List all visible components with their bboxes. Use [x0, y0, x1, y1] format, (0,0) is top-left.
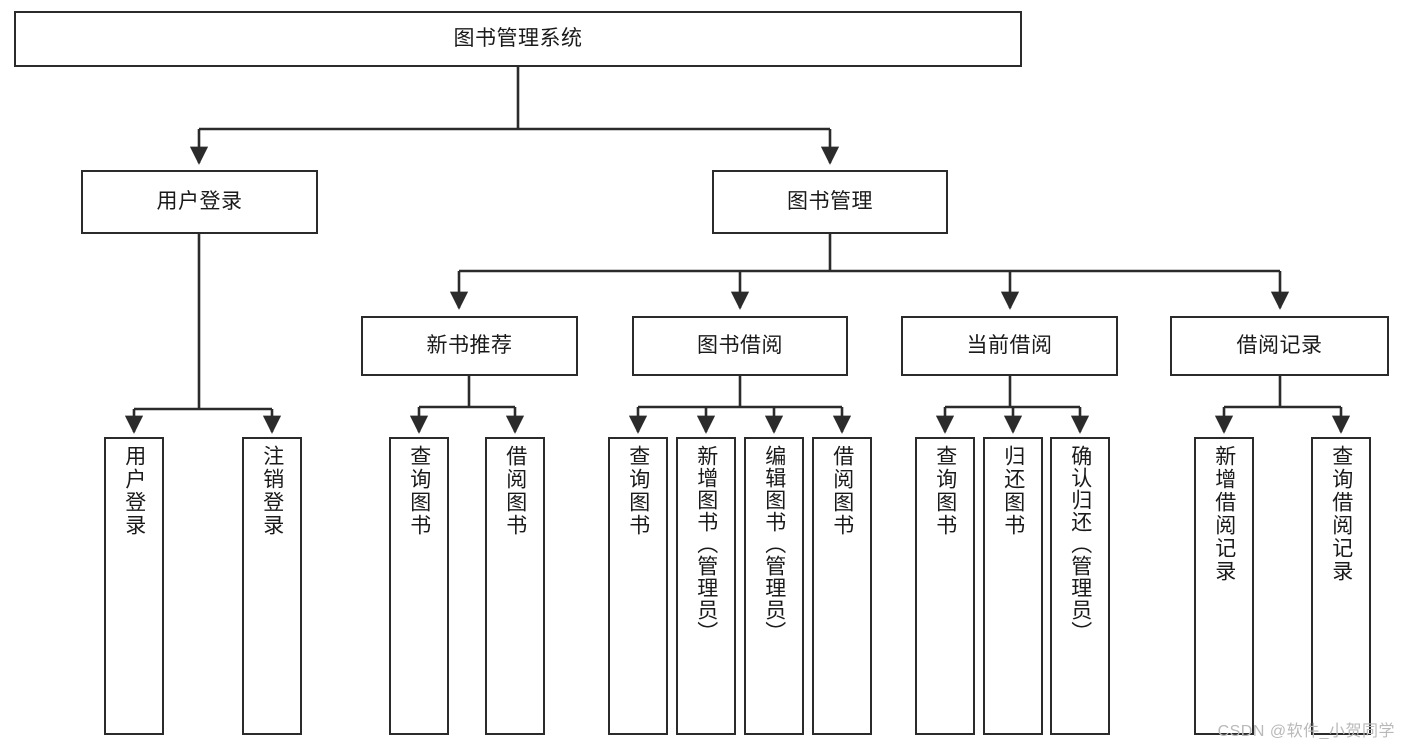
node-leaf-borrow-book-1[interactable]: 借阅图书 [485, 437, 545, 735]
node-leaf-query-book-2-label: 查询图书 [626, 445, 650, 537]
node-leaf-query-book-1[interactable]: 查询图书 [389, 437, 449, 735]
node-leaf-borrow-book-2[interactable]: 借阅图书 [812, 437, 872, 735]
csdn-watermark: CSDN @软件_小贺同学 [1217, 723, 1395, 740]
node-leaf-confirm-return-admin-label: 确认归还（管理员） [1068, 445, 1092, 643]
node-leaf-query-book-1-label: 查询图书 [407, 445, 431, 537]
node-leaf-borrow-book-1-label: 借阅图书 [503, 445, 527, 537]
node-leaf-query-borrow-record[interactable]: 查询借阅记录 [1311, 437, 1371, 735]
node-user-login-label: 用户登录 [156, 189, 243, 213]
node-new-book-recommend-label: 新书推荐 [426, 333, 513, 357]
node-leaf-edit-book-admin-label: 编辑图书（管理员） [762, 445, 786, 643]
node-leaf-user-login-label: 用户登录 [122, 445, 146, 537]
node-leaf-confirm-return-admin[interactable]: 确认归还（管理员） [1050, 437, 1110, 735]
node-root[interactable]: 图书管理系统 [14, 11, 1022, 67]
node-book-borrow-label: 图书借阅 [697, 333, 783, 357]
node-leaf-add-borrow-record[interactable]: 新增借阅记录 [1194, 437, 1254, 735]
node-borrow-record-label: 借阅记录 [1236, 333, 1323, 357]
node-leaf-add-book-admin-label: 新增图书（管理员） [694, 445, 718, 643]
node-leaf-query-book-3[interactable]: 查询图书 [915, 437, 975, 735]
node-book-manage[interactable]: 图书管理 [712, 170, 948, 234]
node-book-manage-label: 图书管理 [787, 189, 873, 213]
node-borrow-record[interactable]: 借阅记录 [1170, 316, 1389, 376]
node-current-borrow[interactable]: 当前借阅 [901, 316, 1118, 376]
node-leaf-edit-book-admin[interactable]: 编辑图书（管理员） [744, 437, 804, 735]
node-book-borrow[interactable]: 图书借阅 [632, 316, 848, 376]
node-user-login[interactable]: 用户登录 [81, 170, 318, 234]
node-leaf-query-book-3-label: 查询图书 [933, 445, 957, 537]
node-leaf-query-borrow-record-label: 查询借阅记录 [1329, 445, 1353, 583]
node-leaf-borrow-book-2-label: 借阅图书 [830, 445, 854, 537]
node-leaf-return-book[interactable]: 归还图书 [983, 437, 1043, 735]
node-leaf-logout-login-label: 注销登录 [260, 445, 284, 537]
node-leaf-add-borrow-record-label: 新增借阅记录 [1212, 445, 1236, 583]
node-leaf-add-book-admin[interactable]: 新增图书（管理员） [676, 437, 736, 735]
node-new-book-recommend[interactable]: 新书推荐 [361, 316, 578, 376]
node-leaf-query-book-2[interactable]: 查询图书 [608, 437, 668, 735]
node-leaf-return-book-label: 归还图书 [1001, 445, 1025, 537]
node-leaf-user-login[interactable]: 用户登录 [104, 437, 164, 735]
node-leaf-logout-login[interactable]: 注销登录 [242, 437, 302, 735]
node-current-borrow-label: 当前借阅 [966, 333, 1053, 357]
node-root-label: 图书管理系统 [453, 26, 583, 50]
